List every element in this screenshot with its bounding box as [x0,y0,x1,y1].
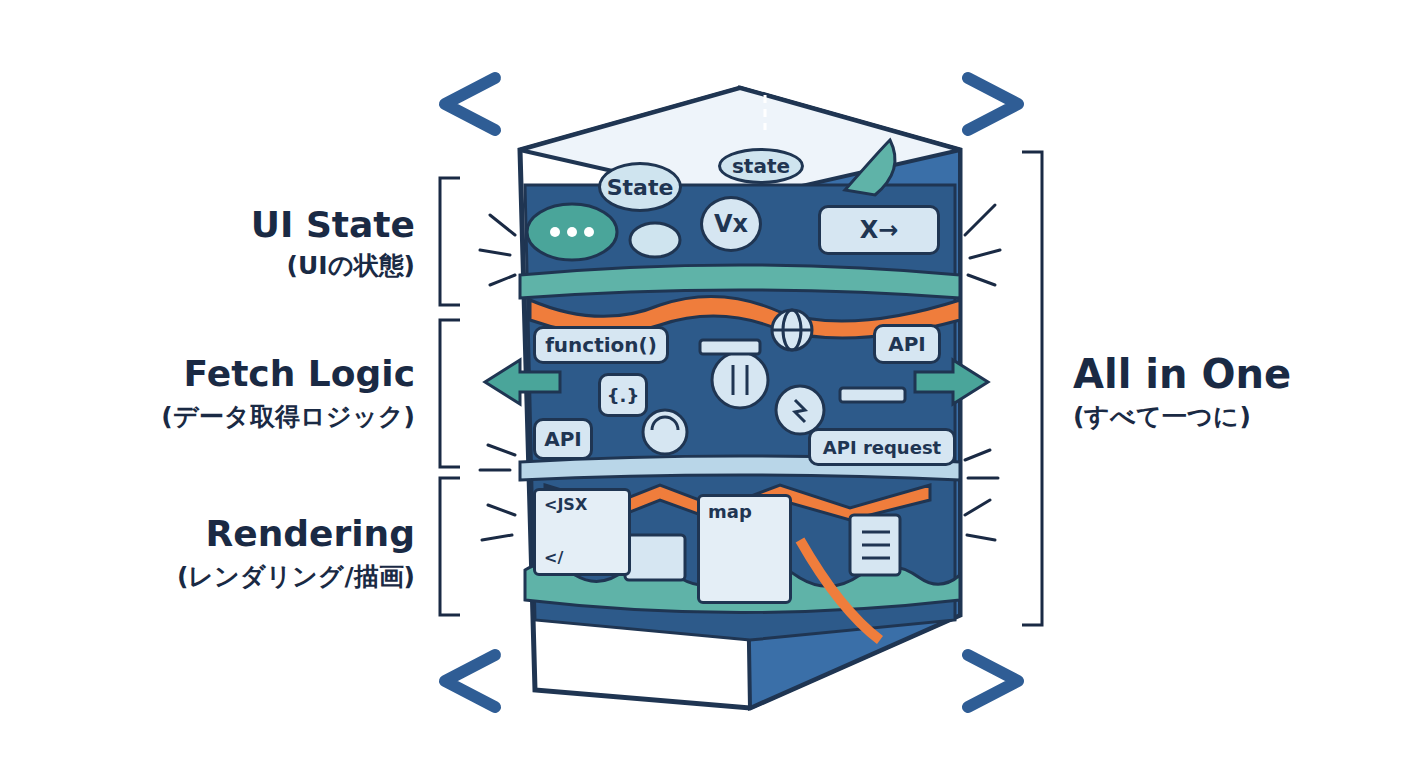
chip-text: state [732,154,790,178]
code-chip: API [873,324,941,364]
plate [520,265,960,298]
chip-text: function() [545,333,657,357]
chip-text: map [708,501,752,522]
section-sublabel: (データ取得ロジック) [60,403,415,431]
code-chip: State [598,162,682,212]
chip-text: <JSX [544,495,587,514]
box-lid [520,88,960,200]
code-chip: API request [808,428,956,466]
section-label: Rendering [60,514,415,554]
code-chip: function() [533,326,669,364]
section-sublabel: (UIの状態) [60,252,415,280]
code-chip: API [533,418,593,460]
code-chip: X→ [818,205,940,255]
section-label: All in One [1073,352,1373,396]
section-label: Fetch Logic [60,354,415,394]
chip-text: X→ [860,216,899,244]
section-label: UI State [60,205,415,245]
chip-text: API [544,427,582,451]
chip-text: </ [544,548,563,567]
code-chip: map [697,494,792,604]
chip-text: API request [823,437,941,458]
box-body [520,88,960,708]
chip-text: State [607,175,674,200]
code-chip: <JSX </ [533,488,631,576]
chip-text: {.} [607,385,639,406]
section-sublabel: (レンダリング/描画) [60,563,415,591]
chip-text: Vx [714,210,748,238]
filling [525,185,955,640]
side-arrows [485,360,988,404]
code-chip: state [718,148,804,184]
section-sublabel: (すべて一つに) [1073,403,1373,431]
chevrons [445,78,1018,707]
code-chip: {.} [598,373,648,417]
code-chip: Vx [700,196,762,252]
chip-text: API [888,332,926,356]
